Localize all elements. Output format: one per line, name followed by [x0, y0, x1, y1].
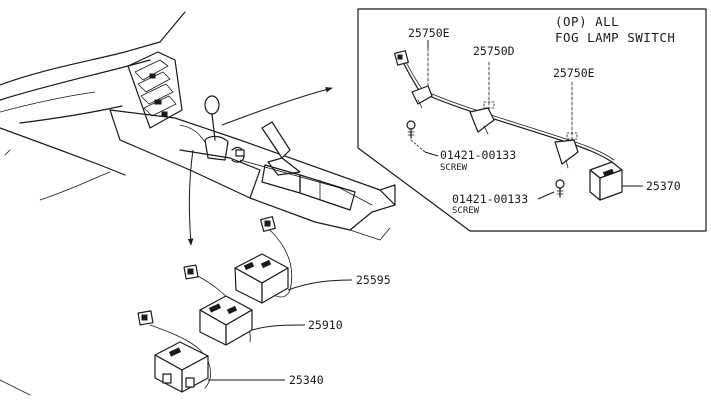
label-screw-1-text: SCREW: [440, 163, 468, 173]
screw-1: [406, 120, 426, 153]
fog-lamp-inset: (OP) ALL FOG LAMP SWITCH: [357, 8, 707, 232]
fog-lamp-switch-25370: [589, 161, 623, 201]
clip-25750E-top: [411, 85, 433, 105]
arrow-to-inset: [221, 86, 333, 126]
clip-25750D: [469, 107, 495, 133]
label-25340: 25340: [289, 373, 324, 387]
label-25910: 25910: [308, 318, 343, 332]
label-screw-2-number: 01421-00133: [452, 192, 528, 206]
label-25750E-right: 25750E: [553, 66, 595, 80]
arrow-to-switches: [187, 149, 194, 246]
switch-25595: 25595: [234, 216, 391, 304]
switch-25340: 25340: [137, 310, 324, 393]
switch-25910: 25910: [183, 264, 343, 346]
label-25370: 25370: [646, 179, 681, 193]
inset-title-line2: FOG LAMP SWITCH: [555, 30, 675, 45]
label-screw-1-number: 01421-00133: [440, 148, 516, 162]
inset-frame: [357, 8, 707, 232]
center-console-drawing: [0, 11, 396, 241]
label-screw-2-text: SCREW: [452, 206, 480, 216]
label-25750E-top: 25750E: [408, 26, 450, 40]
label-25750D: 25750D: [473, 44, 515, 58]
clip-25750E-right: [554, 139, 579, 165]
label-25595: 25595: [356, 273, 391, 287]
inset-title-line1: (OP) ALL: [555, 14, 619, 29]
screw-2: [555, 179, 565, 198]
